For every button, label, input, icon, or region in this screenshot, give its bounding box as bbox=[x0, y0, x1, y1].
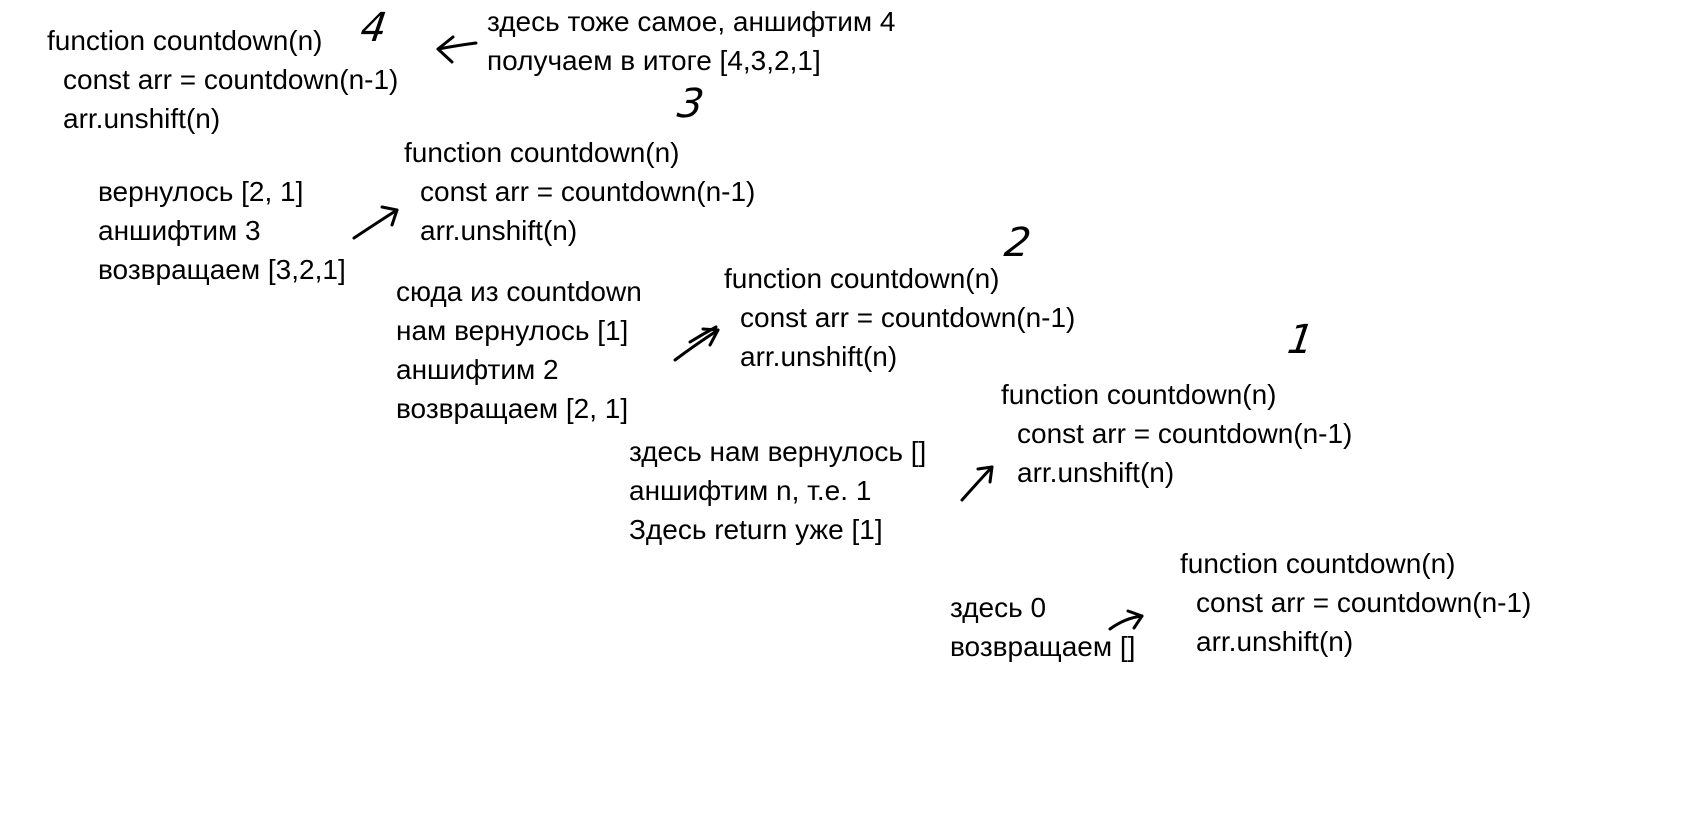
arrow-to-level-2 bbox=[673, 325, 720, 362]
level-3-code-line-1: function countdown(n) bbox=[404, 137, 680, 168]
level-2-note-line-1: сюда из countdown bbox=[396, 276, 642, 307]
level-0-note-line-2: возвращаем [] bbox=[950, 631, 1136, 662]
level-1-code-line-3: arr.unshift(n) bbox=[1017, 457, 1175, 488]
level-1-note-line-1: здесь нам вернулось [] bbox=[629, 436, 927, 467]
level-2-code-line-1: function countdown(n) bbox=[724, 263, 1000, 294]
level-2-code-line-2: const arr = countdown(n-1) bbox=[740, 302, 1076, 333]
level-0-code-line-3: arr.unshift(n) bbox=[1196, 626, 1354, 657]
level-1-code-line-1: function countdown(n) bbox=[1001, 379, 1277, 410]
level-4-code-line-1: function countdown(n) bbox=[47, 25, 323, 56]
arrow-to-level-4 bbox=[436, 35, 478, 64]
level-3-note-line-2: аншифтим 3 bbox=[98, 215, 261, 246]
level-4-note-line-2: получаем в итоге [4,3,2,1] bbox=[487, 45, 821, 76]
level-3-code-line-2: const arr = countdown(n-1) bbox=[420, 176, 756, 207]
level-1-note-line-3: Здесь return уже [1] bbox=[629, 514, 883, 545]
arrow-to-level-1 bbox=[960, 465, 994, 502]
arrow-to-level-3 bbox=[352, 205, 399, 240]
level-4-code-line-3: arr.unshift(n) bbox=[63, 103, 221, 134]
arrow-to-level-0 bbox=[1108, 609, 1144, 631]
level-2-code-line-3: arr.unshift(n) bbox=[740, 341, 898, 372]
level-3-note-line-1: вернулось [2, 1] bbox=[98, 176, 304, 207]
level-4-note-line-1: здесь тоже самое, аншифтим 4 bbox=[487, 6, 896, 37]
level-3-note-line-3: возвращаем [3,2,1] bbox=[98, 254, 346, 285]
level-1-note-line-2: аншифтим n, т.е. 1 bbox=[629, 475, 872, 506]
level-0-code-line-1: function countdown(n) bbox=[1180, 548, 1456, 579]
level-2-note-line-3: аншифтим 2 bbox=[396, 354, 559, 385]
level-2-note-line-4: возвращаем [2, 1] bbox=[396, 393, 629, 424]
level-1-code-line-2: const arr = countdown(n-1) bbox=[1017, 418, 1353, 449]
level-0-code-line-2: const arr = countdown(n-1) bbox=[1196, 587, 1532, 618]
level-4-code-line-2: const arr = countdown(n-1) bbox=[63, 64, 399, 95]
level-3-code-line-3: arr.unshift(n) bbox=[420, 215, 578, 246]
level-0-note-line-1: здесь 0 bbox=[950, 592, 1047, 623]
level-2-note-line-2: нам вернулось [1] bbox=[396, 315, 629, 346]
